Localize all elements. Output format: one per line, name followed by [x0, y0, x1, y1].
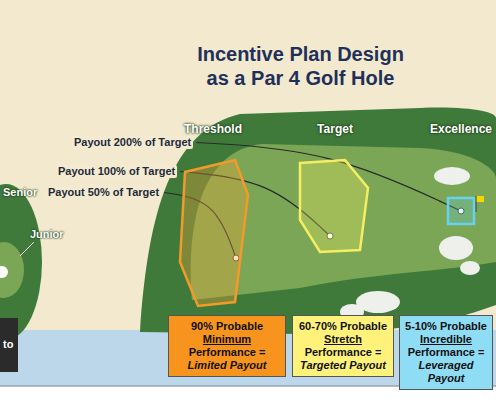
green-region: Excellence [448, 198, 474, 224]
box-text: Stretch [297, 333, 389, 346]
page-ground [0, 0, 496, 386]
region-shape [448, 198, 474, 224]
box-text: Performance = [173, 346, 281, 359]
region-shape [300, 160, 368, 252]
leader-line [20, 242, 34, 256]
box-text: Targeted Payout [297, 359, 389, 372]
region-heading: Target [317, 122, 353, 136]
box-text: Leveraged Payout [404, 359, 488, 385]
tee-ball [0, 266, 8, 278]
region-outline [176, 158, 250, 308]
green-region: Target [298, 158, 372, 256]
tee-area [0, 184, 42, 340]
payout-label: Payout 200% of Target [72, 136, 193, 149]
probability-box: 90% ProbableMinimumPerformance =Limited … [168, 315, 286, 377]
region-outline [448, 198, 474, 224]
box-text: Incredible [404, 333, 488, 346]
region-shape [180, 160, 248, 306]
side-box: to [0, 318, 18, 372]
tee-label: Junior [30, 228, 64, 241]
box-text: Minimum [173, 333, 281, 346]
region-outline [298, 158, 372, 256]
box-text: Limited Payout [173, 359, 281, 372]
probability-box: 5-10% ProbableIncrediblePerformance =Lev… [399, 315, 493, 390]
box-text: to [3, 338, 16, 350]
flag [476, 196, 484, 202]
box-text: 60-70% Probable [297, 320, 389, 333]
bunker [460, 261, 480, 275]
region-heading: Threshold [184, 122, 242, 136]
probability-box: 60-70% ProbableStretchPerformance =Targe… [292, 315, 394, 377]
flag-pole [476, 196, 477, 212]
box-text: Performance = [297, 346, 389, 359]
green-region: Threshold [176, 158, 250, 308]
rough [140, 108, 496, 334]
bunker [439, 236, 473, 260]
payout-label: Payout 100% of Target [56, 165, 177, 178]
payout-label: Payout 50% of Target [46, 186, 161, 199]
box-text: 90% Probable [173, 320, 281, 333]
region-heading: Excellence [430, 122, 492, 136]
tee-box [0, 242, 24, 298]
bunker [434, 167, 470, 185]
box-text: 5-10% Probable [404, 320, 488, 333]
title: Incentive Plan Design as a Par 4 Golf Ho… [188, 42, 413, 90]
tee-label: Senior [3, 186, 37, 199]
box-text: Performance = [404, 346, 488, 359]
